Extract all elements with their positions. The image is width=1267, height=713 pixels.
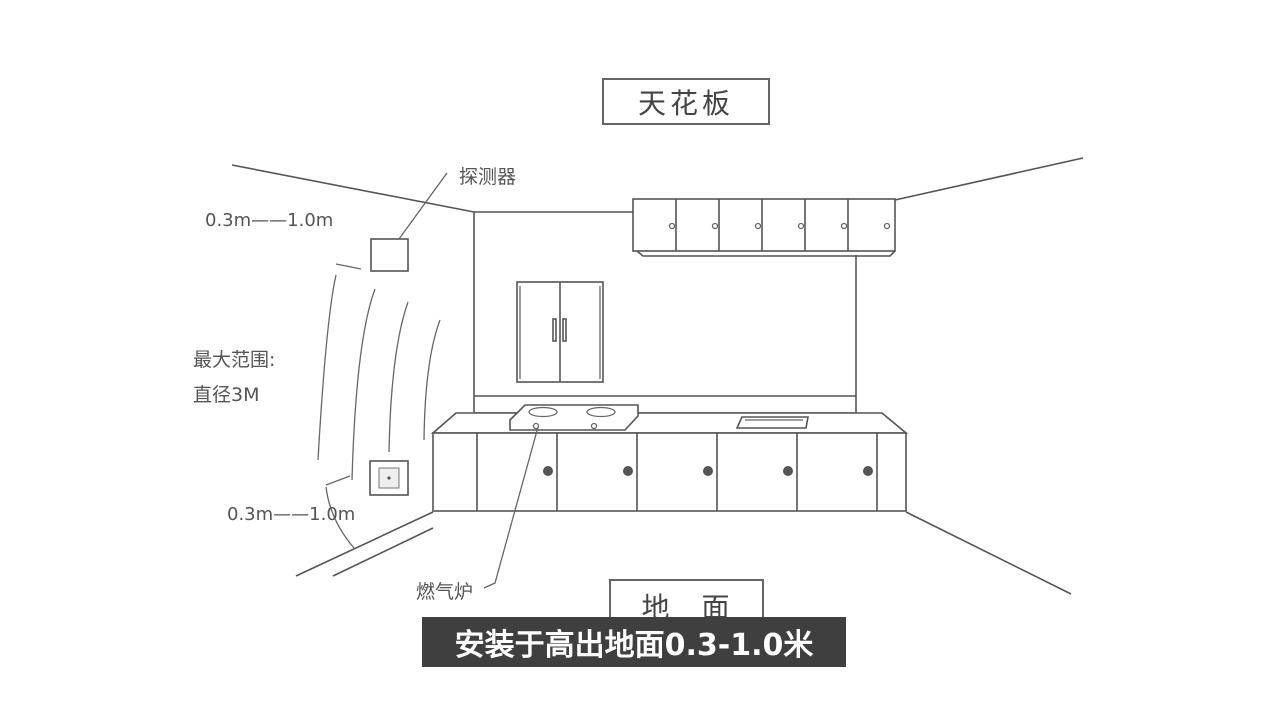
detector-box bbox=[370, 238, 409, 272]
sink-drawing bbox=[735, 416, 809, 429]
stove-body bbox=[509, 404, 639, 431]
wall-cabinet-frame bbox=[632, 198, 896, 252]
low-detector-indicator bbox=[387, 476, 391, 480]
base-cabinets bbox=[432, 432, 907, 512]
range-arc-1 bbox=[317, 274, 337, 461]
base-cabinet-frame bbox=[432, 432, 907, 512]
bottom-distance-tick-upper bbox=[325, 475, 351, 486]
stove-burner-right bbox=[586, 406, 616, 418]
bottom-range-label: 0.3m——1.0m bbox=[227, 504, 356, 525]
detector-device bbox=[335, 172, 448, 272]
bottom-distance-arc bbox=[325, 486, 355, 549]
low-detector-device bbox=[325, 460, 409, 549]
detector-leader-line bbox=[398, 172, 448, 240]
ceiling-line-right bbox=[894, 157, 1084, 201]
tall-cabinet-handle-right bbox=[562, 318, 567, 342]
detection-range-arcs bbox=[317, 274, 441, 481]
range-arc-3 bbox=[388, 301, 409, 453]
subtitle-caption: 安装于高出地面0.3-1.0米 bbox=[422, 617, 846, 667]
wall-cabinets bbox=[632, 198, 896, 257]
range-arc-4 bbox=[423, 319, 441, 441]
diameter-label: 直径3M bbox=[193, 384, 260, 406]
wall-cabinet-bottom-trim bbox=[636, 250, 896, 257]
floor-line-left-2 bbox=[332, 527, 434, 577]
floor-line-left-1 bbox=[295, 511, 434, 577]
stove-leader-line bbox=[483, 426, 539, 589]
floor-label-box: 地 面 bbox=[609, 579, 764, 624]
ceiling-label: 天花板 bbox=[637, 86, 734, 120]
stove-knob-right bbox=[590, 422, 598, 430]
stove-label: 燃气炉 bbox=[416, 581, 474, 603]
max-range-label: 最大范围: bbox=[193, 349, 276, 371]
tall-cabinet-inner-edges bbox=[519, 286, 601, 379]
countertop bbox=[430, 412, 909, 434]
wall-cabinet-dividers bbox=[675, 199, 849, 251]
stove-burner-left bbox=[528, 406, 558, 418]
range-arc-2 bbox=[351, 288, 376, 481]
floor-line-right bbox=[905, 511, 1072, 595]
stove-knob-left bbox=[532, 422, 540, 430]
tall-cabinet-handle-left bbox=[552, 318, 557, 342]
tall-cabinet bbox=[516, 281, 604, 383]
sink-basin bbox=[735, 416, 809, 429]
detector-label: 探测器 bbox=[459, 166, 517, 188]
base-cabinet-dividers bbox=[476, 433, 878, 511]
base-cabinet-knobs bbox=[543, 466, 873, 476]
top-distance-tick bbox=[335, 263, 362, 270]
ceiling-label-box: 天花板 bbox=[602, 78, 770, 125]
top-range-label: 0.3m——1.0m bbox=[205, 210, 334, 231]
ceiling-line-left bbox=[231, 164, 633, 213]
gas-stove-drawing bbox=[509, 404, 639, 431]
wall-cabinet-knobs bbox=[668, 222, 891, 230]
